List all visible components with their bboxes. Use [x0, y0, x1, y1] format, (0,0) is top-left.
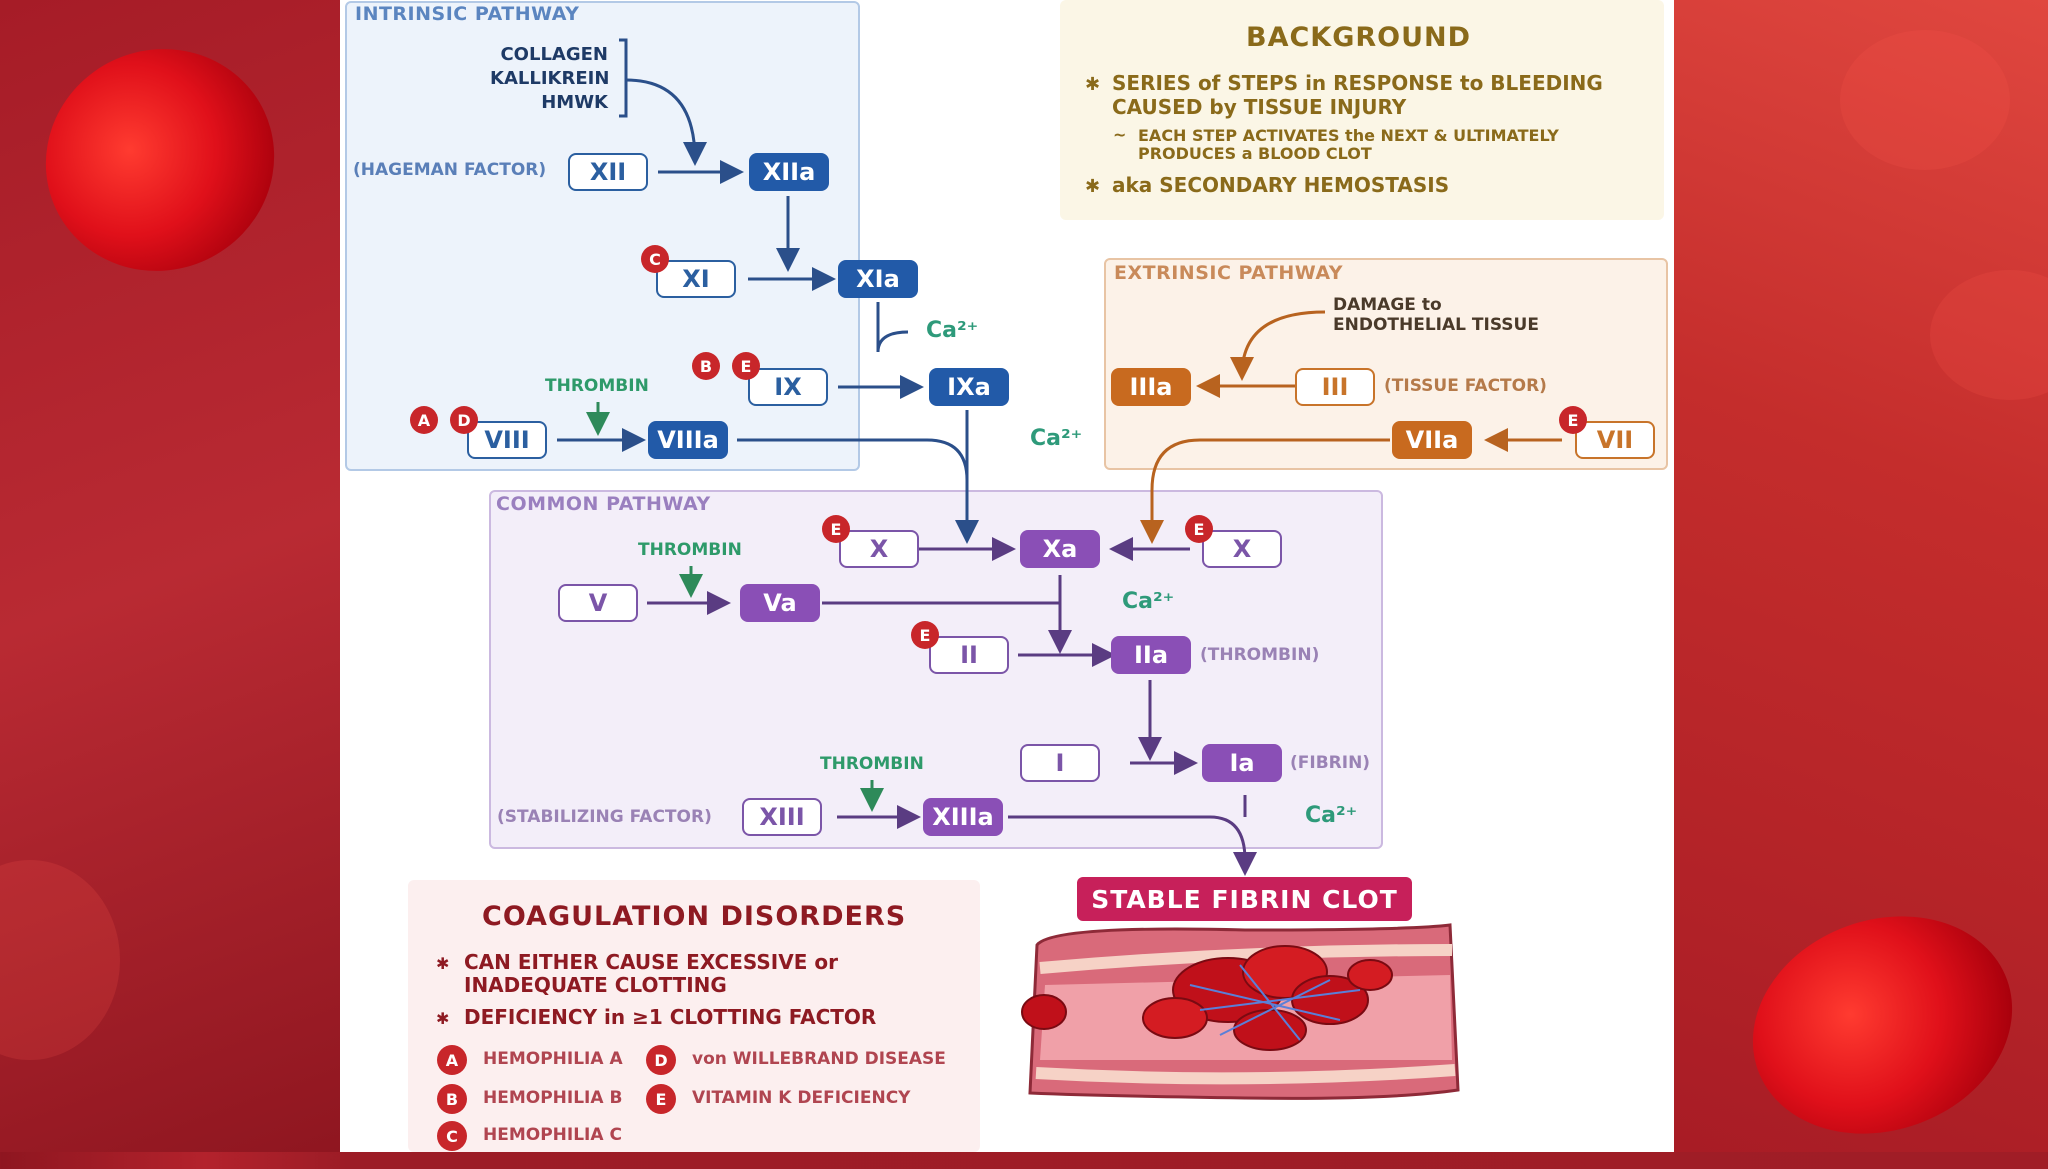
extrinsic-pathway-title: EXTRINSIC PATHWAY [1114, 262, 1344, 284]
legend-badge-d: D [646, 1045, 676, 1075]
disorders-bullet-2: DEFICIENCY in ≥1 CLOTTING FACTOR [464, 1005, 877, 1029]
badge-a: A [410, 406, 438, 434]
coagulation-disorders-title: COAGULATION DISORDERS [482, 901, 907, 932]
factor-viia: VIIa [1392, 421, 1472, 459]
fibrin-label: (FIBRIN) [1290, 753, 1371, 773]
badge-b: B [692, 352, 720, 380]
factor-xiii: XIII [742, 798, 822, 836]
legend-badge-a: A [437, 1045, 467, 1075]
red-blood-cell-image [1840, 30, 2010, 170]
damage-label-line-2: ENDOTHELIAL TISSUE [1333, 315, 1539, 335]
background-sub-line-2: PRODUCES a BLOOD CLOT [1138, 144, 1372, 163]
hageman-factor-label: (HAGEMAN FACTOR) [353, 160, 547, 180]
stabilizing-factor-label: (STABILIZING FACTOR) [497, 807, 712, 827]
factor-iii: III [1295, 368, 1375, 406]
legend-hemophilia-b: HEMOPHILIA B [483, 1088, 623, 1108]
intrinsic-pathway-title: INTRINSIC PATHWAY [355, 3, 580, 25]
common-pathway-title: COMMON PATHWAY [496, 493, 711, 515]
factor-i: I [1020, 744, 1100, 782]
thrombin-label: THROMBIN [820, 754, 924, 774]
factor-vii: VII [1575, 421, 1655, 459]
badge-c: C [641, 245, 669, 273]
factor-xiiia: XIIIa [923, 798, 1003, 836]
bullet-icon: ✱ [436, 1009, 450, 1028]
disorders-bullet-1-line-1: CAN EITHER CAUSE EXCESSIVE or [464, 950, 838, 974]
legend-hemophilia-a: HEMOPHILIA A [483, 1049, 623, 1069]
trigger-kallikrein: KALLIKREIN [490, 68, 610, 89]
legend-badge-b: B [437, 1084, 467, 1114]
factor-xa: Xa [1020, 530, 1100, 568]
bullet-icon: ✱ [436, 954, 450, 973]
factor-ii: II [929, 636, 1009, 674]
blood-vessel-clot-illustration [1021, 923, 1460, 1100]
badge-e: E [822, 515, 850, 543]
badge-e: E [732, 352, 760, 380]
factor-v: V [558, 584, 638, 622]
factor-iiia: IIIa [1111, 368, 1191, 406]
factor-viii: VIII [467, 421, 547, 459]
calcium-label: Ca²⁺ [1030, 426, 1083, 451]
infographic-panel: INTRINSIC PATHWAY COLLAGEN KALLIKREIN HM… [340, 0, 1674, 1152]
factor-x: X [1202, 530, 1282, 568]
tissue-factor-label: (TISSUE FACTOR) [1384, 376, 1547, 396]
dash-icon: ~ [1113, 125, 1127, 144]
factor-viiia: VIIIa [648, 421, 728, 459]
factor-x: X [839, 530, 919, 568]
red-blood-cell-image [1930, 270, 2048, 400]
thrombin-factor-label: (THROMBIN) [1200, 645, 1320, 665]
badge-d: D [450, 406, 478, 434]
background-bullet-1-line-2: CAUSED by TISSUE INJURY [1112, 95, 1407, 119]
factor-ia: Ia [1202, 744, 1282, 782]
bullet-icon: ✱ [1085, 176, 1101, 197]
legend-badge-c: C [437, 1121, 467, 1151]
legend-badge-e: E [646, 1084, 676, 1114]
disorders-bullet-1-line-2: INADEQUATE CLOTTING [464, 973, 727, 997]
factor-xia: XIa [838, 260, 918, 298]
trigger-collagen: COLLAGEN [500, 44, 608, 65]
badge-e: E [911, 621, 939, 649]
legend-hemophilia-c: HEMOPHILIA C [483, 1125, 622, 1145]
factor-xiia: XIIa [749, 153, 829, 191]
factor-ixa: IXa [929, 368, 1009, 406]
thrombin-label: THROMBIN [638, 540, 742, 560]
background-bullet-2: aka SECONDARY HEMOSTASIS [1112, 173, 1450, 197]
coagulation-disorders-box [408, 880, 980, 1152]
factor-xi: XI [656, 260, 736, 298]
factor-xii: XII [568, 153, 648, 191]
damage-label-line-1: DAMAGE to [1333, 295, 1442, 315]
background-title: BACKGROUND [1246, 22, 1472, 53]
legend-von-willebrand: von WILLEBRAND DISEASE [692, 1049, 946, 1069]
background-box [1060, 0, 1664, 220]
factor-va: Va [740, 584, 820, 622]
badge-e: E [1559, 406, 1587, 434]
legend-vitamin-k: VITAMIN K DEFICIENCY [692, 1088, 911, 1108]
background-sub-line-1: EACH STEP ACTIVATES the NEXT & ULTIMATEL… [1138, 126, 1559, 145]
calcium-label: Ca²⁺ [1305, 803, 1358, 828]
factor-iia: IIa [1111, 636, 1191, 674]
calcium-label: Ca²⁺ [1122, 589, 1175, 614]
background-bullet-1-line-1: SERIES of STEPS in RESPONSE to BLEEDING [1112, 71, 1603, 95]
bullet-icon: ✱ [1085, 74, 1101, 95]
calcium-label: Ca²⁺ [926, 318, 979, 343]
trigger-hmwk: HMWK [541, 92, 608, 113]
thrombin-label: THROMBIN [545, 376, 649, 396]
extrinsic-pathway-box [1104, 258, 1668, 470]
stable-fibrin-clot-title: STABLE FIBRIN CLOT [1077, 877, 1412, 921]
pathway-connectors [557, 38, 1562, 876]
badge-e: E [1185, 515, 1213, 543]
factor-ix: IX [748, 368, 828, 406]
